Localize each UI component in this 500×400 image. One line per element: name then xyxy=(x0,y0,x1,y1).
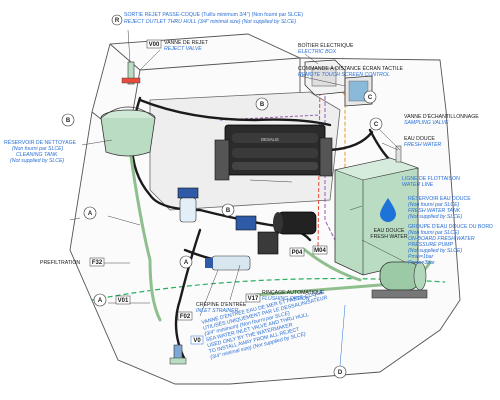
fresh-water-tank: EAU DOUCE FRESH WATER xyxy=(333,157,420,276)
cleaning-tank-note-fr: (Non fourni par SLCE) xyxy=(12,146,64,152)
cleaning-tank-note-en: (Not supplied by SLCE) xyxy=(10,158,64,164)
pressure-pump-note-en: (Not supplied by SLCE) xyxy=(408,248,462,254)
pressure-pump-fr: GROUPE D'EAU DOUCE DU BORD xyxy=(408,224,493,230)
inlet-valve-icon xyxy=(169,344,187,365)
tag-v0: V0 xyxy=(193,338,201,344)
tag-m04: M04 xyxy=(314,248,326,254)
cleaning-tank-fr: RÉSERVOIR DE NETTOYAGE xyxy=(4,139,77,146)
marker-a-left: A xyxy=(88,211,93,217)
flushing-en: FLUSHING OPTION xyxy=(262,296,310,302)
leader-d xyxy=(339,304,346,367)
tag-v01: V01 xyxy=(118,298,129,304)
marker-b-mid: B xyxy=(226,208,231,214)
tank-label-en: FRESH WATER xyxy=(370,234,407,240)
pressure-pump xyxy=(371,261,428,299)
cleaning-tank xyxy=(100,106,156,157)
tank-label-fr: EAU DOUCE xyxy=(374,228,405,234)
reject-valve-en: REJECT VALVE xyxy=(164,46,202,52)
membrane-module: DESALIS xyxy=(214,124,333,181)
reject-outlet-en: REJECT OUTLET THRU HULL (3/4" minimal si… xyxy=(124,19,296,25)
pressure-pump-pmax: Pmax=3bar xyxy=(408,260,435,266)
sampling-valve-fr: VANNE D'ÉCHANTILLONNAGE xyxy=(404,113,479,120)
callout-texts: SORTIE REJET PASSE-COQUE (Tuillu minimum… xyxy=(4,12,493,361)
fresh-tank-fr: RÉSERVOIR EAU DOUCE xyxy=(408,195,471,202)
feed-pump-motor xyxy=(235,211,317,255)
marker-b-left: B xyxy=(66,118,71,124)
flushing-fr: RINÇAGE AUTOMATIQUE xyxy=(262,290,325,296)
pressure-pump-en-2: PRESSURE PUMP xyxy=(408,242,454,248)
circle-markers: R B B B C C A A A D xyxy=(61,14,383,379)
fresh-tank-en: FRESH WATER TANK xyxy=(408,208,461,214)
reject-valve-icon xyxy=(121,61,141,85)
water-line-fr: LIGNE DE FLOTTAISON xyxy=(402,176,460,182)
fresh-tank-note-fr: (Non fourni par SLCE) xyxy=(408,202,460,208)
electric-box-fr: BOÎTIER ÉLECTRIQUE xyxy=(298,42,354,49)
inlet-strainer-fr: CRÉPINE D'ENTRÉE xyxy=(196,301,247,308)
fresh-water-en: FRESH WATER xyxy=(404,142,442,148)
marker-r: R xyxy=(115,18,120,24)
sampling-valve-en: SAMPLING VALVE xyxy=(404,120,449,126)
water-line xyxy=(91,277,446,301)
marker-c-top: C xyxy=(368,95,373,101)
prefiltration-label: PREFILTRATION xyxy=(40,260,80,266)
tag-v00: V00 xyxy=(149,42,160,48)
inlet-strainer-en: INLET STRAINER xyxy=(196,308,239,314)
pressure-pump-note-fr: (Non fourni par SLCE) xyxy=(408,230,460,236)
electric-box xyxy=(304,59,346,96)
tag-f32: F32 xyxy=(92,260,103,266)
tag-p04: P04 xyxy=(292,250,303,256)
sampling-valve-icon xyxy=(395,145,402,163)
reject-valve-fr: VANNE DE REJET xyxy=(164,40,209,46)
fresh-tank-note-en: (Not supplied by SLCE) xyxy=(408,214,462,220)
tag-boxes: V00 F32 P04 M04 F02 V17 V01 V0 xyxy=(89,39,328,345)
pressure-pump-pmin: Pmin=1bar xyxy=(408,254,434,260)
tag-f02: F02 xyxy=(180,314,191,320)
remote-control-en: REMOTE TOUCH SCREEN CONTROL xyxy=(298,72,390,78)
tag-v17: V17 xyxy=(248,296,259,302)
water-line-en: WATER LINE xyxy=(402,182,434,188)
water-drop-icon xyxy=(380,198,396,222)
reject-outlet-fr: SORTIE REJET PASSE-COQUE (Tuillu minimum… xyxy=(124,12,303,18)
marker-c-mid: C xyxy=(374,122,379,128)
marker-a-bottom: A xyxy=(98,298,103,304)
cleaning-tank-en: CLEANING TANK xyxy=(16,152,58,158)
pressure-pump-en: ON-BOARD FRESH WATER xyxy=(408,236,475,242)
membrane-label: DESALIS xyxy=(261,137,279,142)
marker-b-top: B xyxy=(260,102,265,108)
remote-control-fr: COMMANDE À DISTANCE ÉCRAN TACTILE xyxy=(298,65,403,72)
inlet-strainer xyxy=(205,255,251,271)
marker-a-mid: A xyxy=(184,260,189,266)
marker-d: D xyxy=(338,370,343,376)
electric-box-en: ELECTRIC BOX xyxy=(298,49,337,55)
prefilter xyxy=(177,187,199,223)
fresh-water-fr: EAU DOUCE xyxy=(404,136,435,142)
